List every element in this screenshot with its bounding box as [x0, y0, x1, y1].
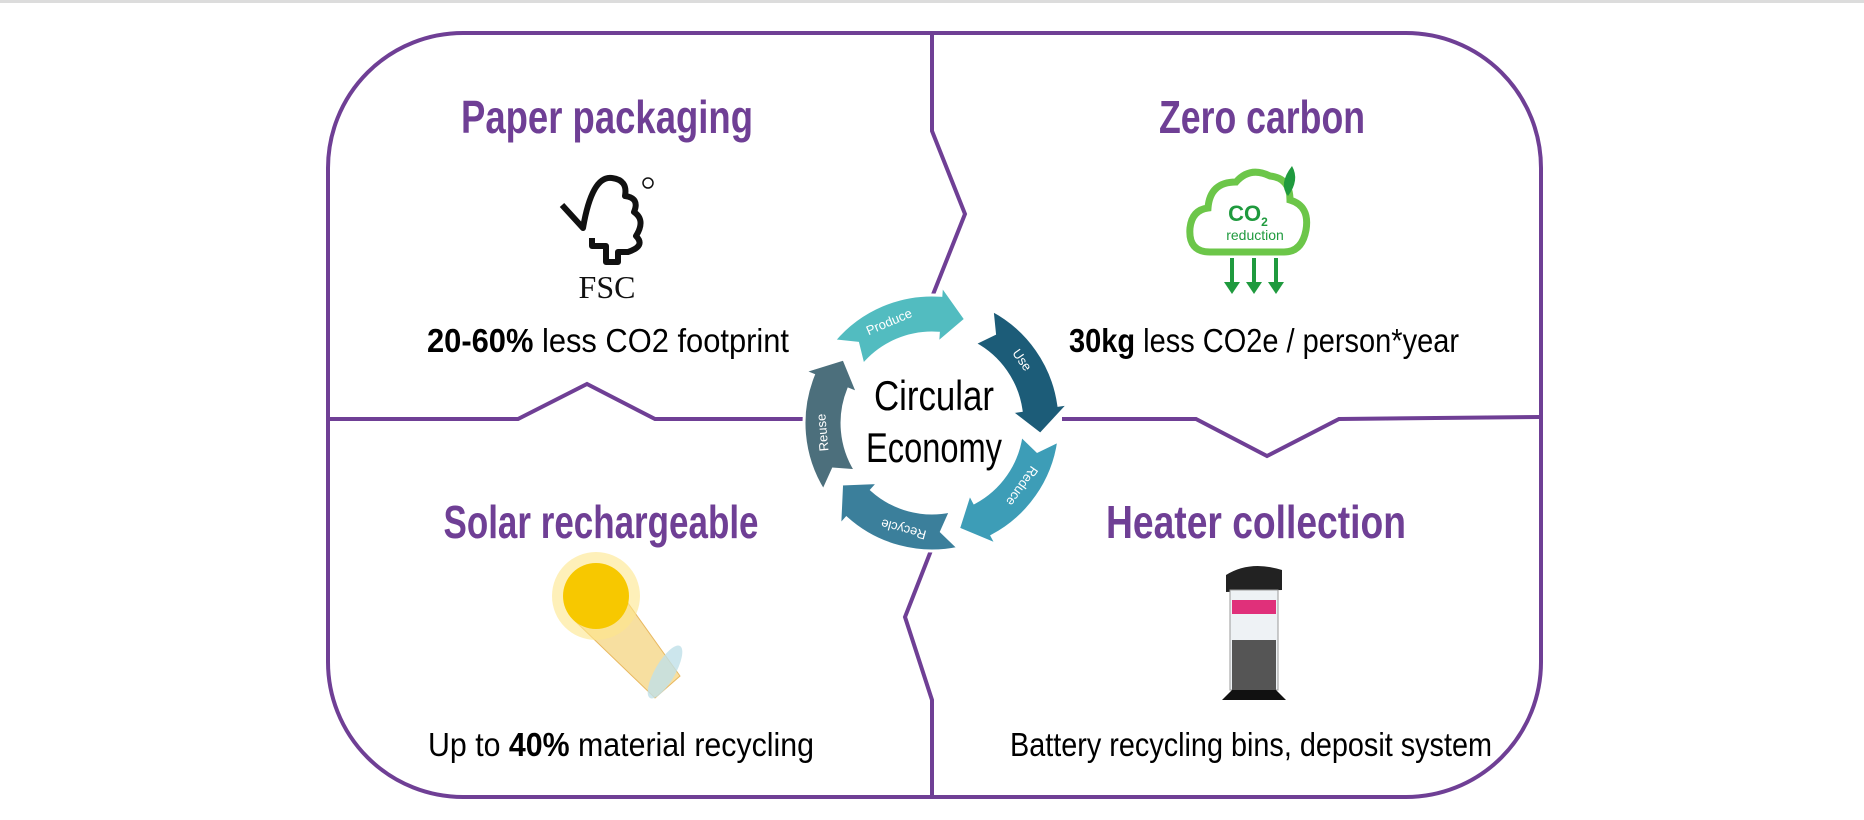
cycle-arrow-produce — [830, 281, 968, 369]
cycle-arrow-reduce — [956, 432, 1061, 548]
cycle-center-line2: Economy — [866, 424, 1002, 471]
cycle-center-line1: Circular — [874, 372, 994, 419]
divider-bottom — [902, 547, 934, 797]
cycle-label-reuse: Reuse — [813, 413, 831, 452]
battery-bin-icon — [1222, 566, 1286, 700]
fsc-logo-icon — [559, 174, 654, 265]
svg-text:CO2: CO2 — [1228, 201, 1268, 229]
divider-left — [328, 381, 805, 421]
quadrant-description: Up to 40% material recycling — [428, 726, 814, 763]
co2-reduction-cloud-icon: CO2 reduction — [1186, 166, 1311, 294]
quadrant-description: Battery recycling bins, deposit system — [1010, 726, 1492, 763]
divider-top — [930, 33, 968, 298]
fsc-logo-text: FSC — [579, 269, 636, 305]
card-outline — [326, 31, 1543, 799]
reduction-text: reduction — [1226, 227, 1284, 243]
quadrant-description: 30kg less CO2e / person*year — [1069, 322, 1459, 359]
quadrant-description: 20-60% less CO2 footprint — [427, 322, 789, 359]
cycle-arrow-reuse — [799, 357, 861, 494]
top-border — [0, 0, 1864, 3]
quadrant-solar-rechargeable: Solar rechargeable Up to 40% material re… — [428, 496, 814, 763]
quadrant-title: Solar rechargeable — [444, 496, 759, 548]
quadrant-title: Heater collection — [1106, 496, 1406, 548]
quadrant-paper-packaging: Paper packaging FSC 20-60% less CO2 foot… — [427, 91, 789, 359]
quadrant-zero-carbon: Zero carbon CO2 reduction 30kg less CO2e… — [1069, 91, 1459, 359]
cycle-arrow-use — [970, 307, 1073, 437]
quadrant-title: Paper packaging — [461, 91, 753, 143]
cycle-arrow-recycle — [838, 480, 962, 553]
quadrant-heater-collection: Heater collection Battery recycling bins… — [1010, 496, 1492, 763]
co2-text: CO — [1228, 201, 1261, 226]
divider-right — [1062, 415, 1542, 459]
quadrant-title: Zero carbon — [1159, 91, 1365, 143]
sun-solar-icon — [552, 552, 683, 699]
